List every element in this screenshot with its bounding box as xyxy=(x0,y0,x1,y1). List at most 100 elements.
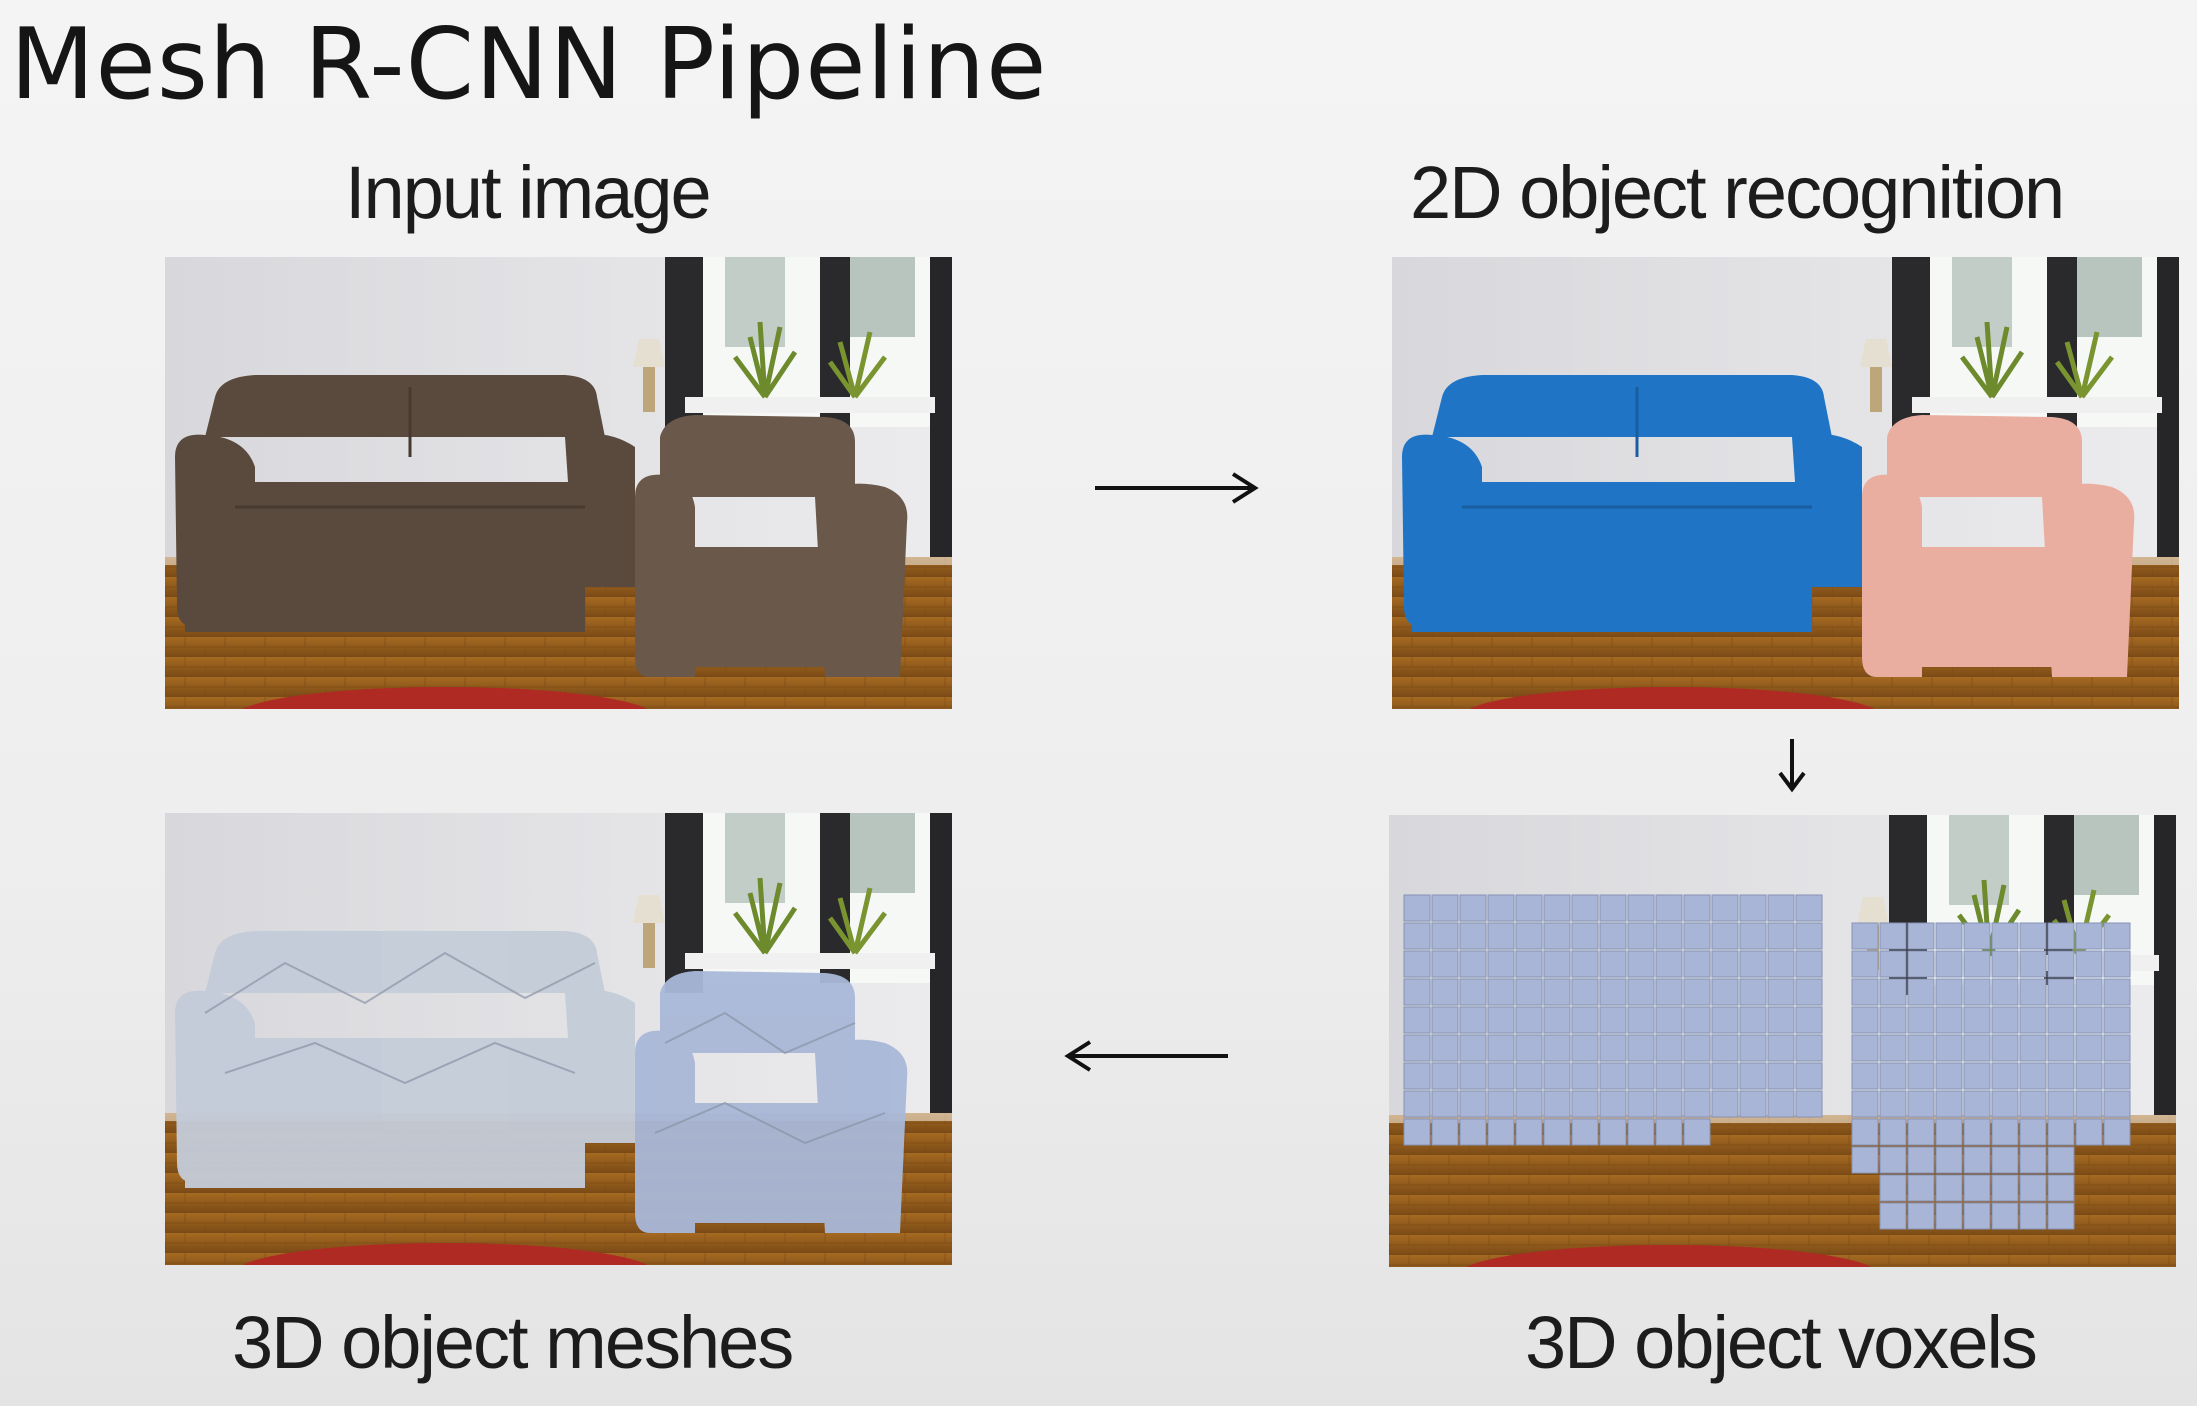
voxel-cube xyxy=(1795,1034,1823,1062)
voxel-cube xyxy=(1907,1034,1935,1062)
voxel-cube xyxy=(2019,1006,2047,1034)
voxel-cube xyxy=(1571,894,1599,922)
voxel-cube xyxy=(1459,1090,1487,1118)
voxel-cube xyxy=(2103,1034,2131,1062)
voxel-cube xyxy=(2019,1034,2047,1062)
voxel-cube xyxy=(1991,1118,2019,1146)
voxel-cube xyxy=(1963,1090,1991,1118)
voxel-cube xyxy=(1655,1034,1683,1062)
voxel-cube xyxy=(1543,1062,1571,1090)
voxel-cube xyxy=(1431,894,1459,922)
voxel-cube xyxy=(1655,950,1683,978)
voxel-cube xyxy=(1851,950,1879,978)
voxel-cube xyxy=(1767,1034,1795,1062)
voxel-cube xyxy=(2047,950,2075,978)
voxel-cube xyxy=(1627,1062,1655,1090)
voxel-cube xyxy=(1963,1202,1991,1230)
voxel-cube xyxy=(2075,1118,2103,1146)
voxel-cube xyxy=(2047,978,2075,1006)
voxel-cube xyxy=(1711,950,1739,978)
voxel-cube xyxy=(1991,1006,2019,1034)
voxel-cube xyxy=(1795,1006,1823,1034)
voxel-cube xyxy=(1571,1034,1599,1062)
voxel-cube xyxy=(1851,1090,1879,1118)
voxel-cube xyxy=(1739,978,1767,1006)
voxel-cube xyxy=(1907,1062,1935,1090)
voxel-cube xyxy=(2019,1146,2047,1174)
voxel-cube xyxy=(1655,1062,1683,1090)
voxel-cube xyxy=(1459,1006,1487,1034)
voxel-cube xyxy=(2019,922,2047,950)
voxel-cube xyxy=(1935,1174,1963,1202)
voxel-cube xyxy=(1935,1062,1963,1090)
voxel-cube xyxy=(1935,1034,1963,1062)
meshes-image xyxy=(165,813,952,1265)
voxel-cube xyxy=(1991,978,2019,1006)
voxel-cube xyxy=(1487,1090,1515,1118)
arrow-down-icon xyxy=(1778,739,1806,793)
voxel-cube xyxy=(1711,1090,1739,1118)
voxel-cube xyxy=(1571,978,1599,1006)
voxel-cube xyxy=(1739,1062,1767,1090)
voxel-cube xyxy=(1795,1062,1823,1090)
voxel-cube xyxy=(1403,1006,1431,1034)
voxel-cube xyxy=(1627,1090,1655,1118)
slide-title: Mesh R-CNN Pipeline xyxy=(10,8,1048,122)
voxel-cube xyxy=(2075,922,2103,950)
voxel-cube xyxy=(1795,1090,1823,1118)
voxel-cube xyxy=(1907,950,1935,978)
voxel-cube xyxy=(1515,1118,1543,1146)
voxel-cube xyxy=(1543,950,1571,978)
voxel-cube xyxy=(1515,922,1543,950)
voxel-cube xyxy=(1599,1006,1627,1034)
voxel-cube xyxy=(1907,1202,1935,1230)
voxel-cube xyxy=(1487,1118,1515,1146)
voxel-cube xyxy=(2019,1118,2047,1146)
voxel-cube xyxy=(2103,1090,2131,1118)
voxel-cube xyxy=(1599,894,1627,922)
label-3d-voxels: 3D object voxels xyxy=(1525,1301,2038,1384)
voxel-cube xyxy=(1487,1062,1515,1090)
voxel-cube xyxy=(2103,978,2131,1006)
voxel-cube xyxy=(1851,1146,1879,1174)
voxel-cube xyxy=(1963,978,1991,1006)
voxel-cube xyxy=(1935,1090,1963,1118)
voxel-cube xyxy=(1879,1118,1907,1146)
voxel-cube xyxy=(1683,1062,1711,1090)
voxel-cube xyxy=(1963,1006,1991,1034)
voxel-cube xyxy=(2047,1202,2075,1230)
voxel-cube xyxy=(1935,1006,1963,1034)
voxel-cube xyxy=(1403,1034,1431,1062)
voxel-cube xyxy=(1879,1202,1907,1230)
voxel-cube xyxy=(1907,1006,1935,1034)
voxel-cube xyxy=(1571,1118,1599,1146)
voxel-cube xyxy=(1571,1090,1599,1118)
voxel-cube xyxy=(1795,894,1823,922)
voxel-cube xyxy=(1851,978,1879,1006)
voxel-cube xyxy=(1879,978,1907,1006)
voxel-cube xyxy=(1711,1034,1739,1062)
voxel-cube xyxy=(1879,1174,1907,1202)
voxel-cube xyxy=(1543,1090,1571,1118)
voxel-cube xyxy=(1627,950,1655,978)
label-2d-recognition: 2D object recognition xyxy=(1410,151,2065,234)
voxel-cube xyxy=(1599,950,1627,978)
voxel-cube xyxy=(1907,1146,1935,1174)
voxel-cube xyxy=(1403,1118,1431,1146)
voxel-cube xyxy=(1851,1118,1879,1146)
input-image xyxy=(165,257,952,709)
voxel-cube xyxy=(1767,1006,1795,1034)
voxel-cube xyxy=(2103,1118,2131,1146)
voxel-cube xyxy=(2075,950,2103,978)
voxel-cube xyxy=(2019,1062,2047,1090)
voxel-cube xyxy=(1767,922,1795,950)
voxel-cube xyxy=(1879,1006,1907,1034)
voxel-cube xyxy=(1935,978,1963,1006)
meshes-image-panel xyxy=(165,813,952,1265)
voxel-cube xyxy=(2103,922,2131,950)
voxel-cube xyxy=(1627,1034,1655,1062)
voxel-cube xyxy=(1403,922,1431,950)
voxel-cube xyxy=(1711,978,1739,1006)
voxel-cube xyxy=(1795,922,1823,950)
voxel-cube xyxy=(1431,1034,1459,1062)
